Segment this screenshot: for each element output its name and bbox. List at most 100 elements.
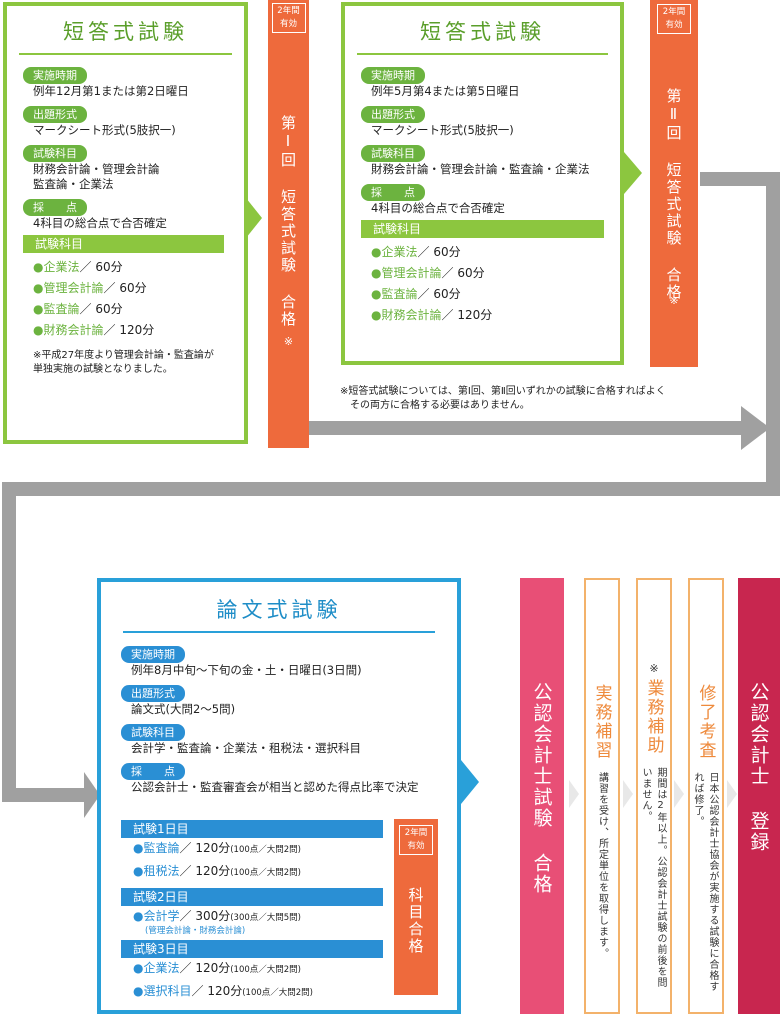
bullet-icon: ● xyxy=(371,266,382,280)
subjects-band: 試験科目 xyxy=(23,235,224,253)
info-row: 試験科目財務会計論・管理会計論監査論・企業法 xyxy=(23,142,244,192)
note-mark: ※ xyxy=(283,335,294,348)
subject-item: ●企業法／ 60分 xyxy=(371,242,620,263)
pass-first-short-answer: 2年間有効 第Ⅰ回 短答式試験 合格 ※ xyxy=(268,0,309,448)
title-underline xyxy=(19,53,232,55)
exam-day-band: 試験3日目 xyxy=(121,940,383,958)
bullet-icon: ● xyxy=(33,281,44,295)
info-label: 試験科目 xyxy=(23,145,87,162)
subject-detail: (300点／大問5問) xyxy=(230,913,301,923)
subject-item: ●企業法／ 60分 xyxy=(33,257,244,278)
info-row: 出題形式マークシート形式(5肢択一) xyxy=(361,103,620,138)
subject-name: 租税法 xyxy=(143,864,180,878)
validity-badge: 2年間有効 xyxy=(399,825,433,855)
info-label: 採 点 xyxy=(23,199,87,216)
info-row: 試験科目財務会計論・管理会計論・監査論・企業法 xyxy=(361,142,620,177)
info-label: 実施時期 xyxy=(121,646,185,663)
subject-duration: ／ 120分 xyxy=(179,841,231,855)
stage-registration: 公認会計士 登録 xyxy=(738,578,780,1014)
stage-work-assist: ※ 業務補助 期間は2年以上。公認会計士試験の前後を問いません。 xyxy=(636,578,672,1014)
subject-item: ●財務会計論／ 120分 xyxy=(33,320,244,341)
chevron-icon xyxy=(569,780,579,808)
subject-item: ●選択科目／ 120分(100点／大問2問) xyxy=(121,981,383,1004)
subject-detail: (100点／大問2問) xyxy=(242,988,313,998)
bullet-icon: ● xyxy=(33,323,44,337)
stage-practical-training: 実務補習 講習を受け、所定単位を取得します。 xyxy=(584,578,620,1014)
short-answer-note: ※短答式試験については、第Ⅰ回、第Ⅱ回いずれかの試験に合格すればよく その両方に… xyxy=(340,386,666,411)
bullet-icon: ● xyxy=(371,308,382,322)
info-row: 試験科目会計学・監査論・企業法・租税法・選択科目 xyxy=(121,721,457,756)
info-value: 監査論・企業法 xyxy=(33,177,114,191)
info-row: 採 点公認会計士・監査審査会が相当と認めた得点比率で決定 xyxy=(121,760,457,795)
exam-day-band: 試験1日目 xyxy=(121,820,383,838)
pass-label: 第Ⅱ回 短答式試験 合格 xyxy=(664,88,683,301)
pass-second-short-answer: 2年間有効 第Ⅱ回 短答式試験 合格 ※ xyxy=(650,0,698,367)
pass-label: 第Ⅰ回 短答式試験 合格 xyxy=(279,115,297,328)
info-label: 実施時期 xyxy=(23,67,87,84)
bullet-icon: ● xyxy=(33,260,44,274)
info-row: 実施時期例年12月第1または第2日曜日 xyxy=(23,64,244,99)
info-value: 財務会計論・管理会計論・監査論・企業法 xyxy=(371,162,590,176)
validity-badge: 2年間有効 xyxy=(271,3,306,33)
info-label: 試験科目 xyxy=(361,145,425,162)
subject-detail: (100点／大問2問) xyxy=(230,868,301,878)
subject-name: 選択科目 xyxy=(143,984,192,998)
info-value: 論文式(大問2〜5問) xyxy=(131,702,236,716)
subject-item: ●租税法／ 120分(100点／大問2問) xyxy=(121,861,383,884)
subject-duration: ／ 60分 xyxy=(103,281,147,295)
box-note: ※平成27年度より管理会計論・監査論が単独実施の試験となりました。 xyxy=(33,350,214,375)
subject-duration: ／ 60分 xyxy=(417,287,461,301)
info-value: 財務会計論・管理会計論 xyxy=(33,162,160,176)
subject-duration: ／ 60分 xyxy=(417,245,461,259)
bullet-icon: ● xyxy=(133,984,144,998)
partial-pass-tag: 2年間有効 科目合格 xyxy=(394,819,438,995)
subject-duration: ／ 60分 xyxy=(79,302,123,316)
subject-name: 管理会計論 xyxy=(43,281,104,295)
subject-item: ●会計学／ 300分(300点／大問5問) xyxy=(121,906,383,929)
subject-name: 監査論 xyxy=(381,287,418,301)
info-value: 4科目の総合点で合否確定 xyxy=(371,201,505,215)
arrow-right xyxy=(461,760,479,804)
stage-exam-pass: 公認会計士試験 合格 xyxy=(520,578,564,1014)
partial-pass-label: 科目合格 xyxy=(406,887,425,955)
chevron-icon xyxy=(674,780,684,808)
subject-duration: ／ 120分 xyxy=(191,984,243,998)
exam-day-band: 試験2日目 xyxy=(121,888,383,906)
info-label: 実施時期 xyxy=(361,67,425,84)
subject-duration: ／ 300分 xyxy=(179,909,231,923)
subject-item: ●管理会計論／ 60分 xyxy=(371,263,620,284)
info-value: マークシート形式(5肢択一) xyxy=(33,123,176,137)
subject-item: ●監査論／ 120分(100点／大問2問) xyxy=(121,838,383,861)
bullet-icon: ● xyxy=(133,909,144,923)
subject-duration: ／ 120分 xyxy=(179,961,231,975)
chevron-icon xyxy=(623,780,633,808)
subject-duration: ／ 60分 xyxy=(79,260,123,274)
short-answer-exam-1: 短答式試験 実施時期例年12月第1または第2日曜日出題形式マークシート形式(5肢… xyxy=(3,2,248,444)
info-row: 実施時期例年8月中旬〜下旬の金・土・日曜日(3日間) xyxy=(121,643,457,678)
subject-duration: ／ 120分 xyxy=(103,323,155,337)
subject-detail: (100点／大問2問) xyxy=(230,965,301,975)
bullet-icon: ● xyxy=(371,287,382,301)
subject-item: ●財務会計論／ 120分 xyxy=(371,305,620,326)
subject-sub: (管理会計論・財務会計論) xyxy=(145,926,246,936)
subject-name: 企業法 xyxy=(143,961,180,975)
subject-detail: (100点／大問2問) xyxy=(230,845,301,855)
subject-item: ●管理会計論／ 60分 xyxy=(33,278,244,299)
subject-name: 管理会計論 xyxy=(381,266,442,280)
short-answer-exam-2: 短答式試験 実施時期例年5月第4または第5日曜日出題形式マークシート形式(5肢択… xyxy=(341,2,624,365)
info-label: 出題形式 xyxy=(121,685,185,702)
box-title: 短答式試験 xyxy=(63,20,188,44)
subject-item: ●監査論／ 60分 xyxy=(371,284,620,305)
subject-duration: ／ 120分 xyxy=(179,864,231,878)
subject-duration: ／ 60分 xyxy=(441,266,485,280)
essay-exam: 論文式試験 実施時期例年8月中旬〜下旬の金・土・日曜日(3日間)出題形式論文式(… xyxy=(97,578,461,1014)
info-value: 例年5月第4または第5日曜日 xyxy=(371,84,520,98)
chevron-icon xyxy=(727,780,737,808)
validity-badge: 2年間有効 xyxy=(657,4,691,34)
bullet-icon: ● xyxy=(33,302,44,316)
subject-duration: ／ 120分 xyxy=(441,308,493,322)
info-label: 試験科目 xyxy=(121,724,185,741)
note-mark: ※ xyxy=(669,294,679,307)
